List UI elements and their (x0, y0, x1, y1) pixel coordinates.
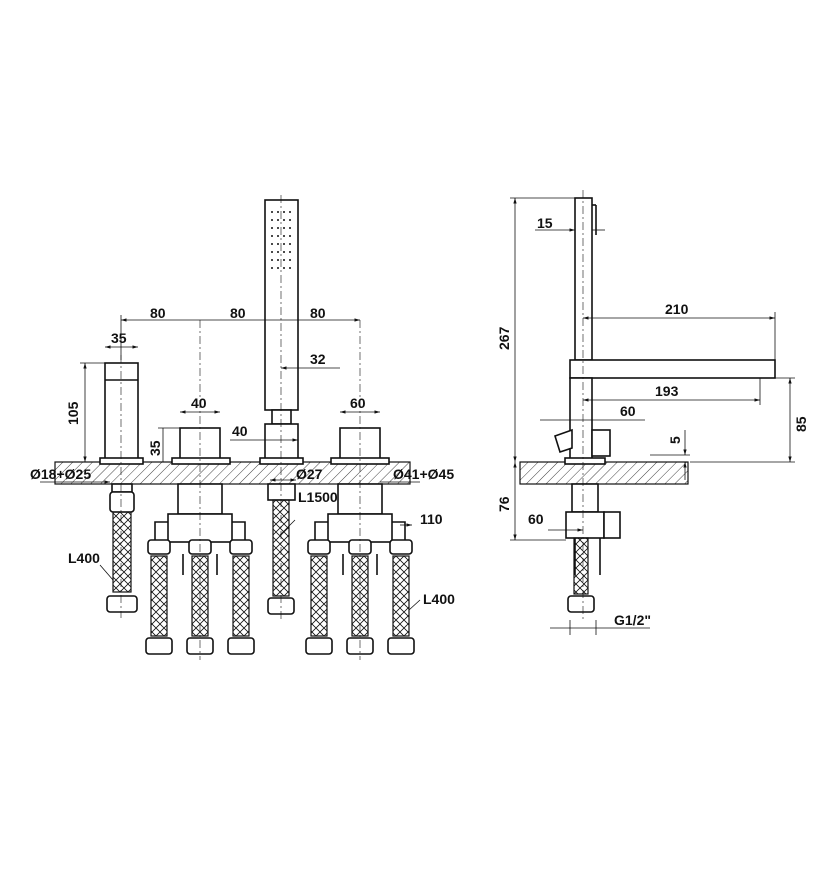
dim-35-width: 35 (111, 330, 127, 346)
thread-size: G1/2" (614, 612, 651, 628)
dim-40-handle: 40 (191, 395, 207, 411)
spout (99, 355, 144, 618)
front-dimensions (40, 315, 421, 611)
dim-210: 210 (665, 301, 689, 317)
hole-mid: Ø27 (296, 466, 323, 482)
hose-right: L400 (423, 591, 455, 607)
dim-5: 5 (667, 436, 683, 444)
dim-105: 105 (65, 401, 81, 425)
dim-80-b: 80 (230, 305, 246, 321)
dim-267: 267 (496, 326, 512, 350)
dim-76: 76 (496, 496, 512, 512)
dim-40-holder: 40 (232, 423, 248, 439)
dim-35-height: 35 (147, 440, 163, 456)
side-view: 15 267 210 193 60 5 85 76 60 G1/2" (496, 190, 809, 635)
dim-193: 193 (655, 383, 679, 399)
dim-32: 32 (310, 351, 326, 367)
dim-60: 60 (350, 395, 366, 411)
dim-110: 110 (420, 511, 443, 527)
dim-80-a: 80 (150, 305, 166, 321)
hand-shower (259, 195, 304, 620)
dim-85: 85 (793, 416, 809, 432)
dim-80-c: 80 (310, 305, 326, 321)
dim-15: 15 (537, 215, 553, 231)
hole-right: Ø41+Ø45 (393, 466, 454, 482)
side-faucet (554, 190, 776, 620)
hose-left: L400 (68, 550, 100, 566)
dim-60-below: 60 (528, 511, 544, 527)
countertop-section (54, 461, 411, 485)
side-dimensions (510, 197, 795, 635)
mixer-handle-left (145, 320, 255, 660)
dim-60-side: 60 (620, 403, 636, 419)
hole-left: Ø18+Ø25 (30, 466, 91, 482)
mixer-handle-right (305, 320, 415, 660)
countertop-section-side (519, 461, 689, 485)
hose-shower: L1500 (298, 489, 338, 505)
front-view: 80 80 80 35 105 40 35 32 40 60 Ø18+Ø25 Ø… (30, 195, 455, 660)
